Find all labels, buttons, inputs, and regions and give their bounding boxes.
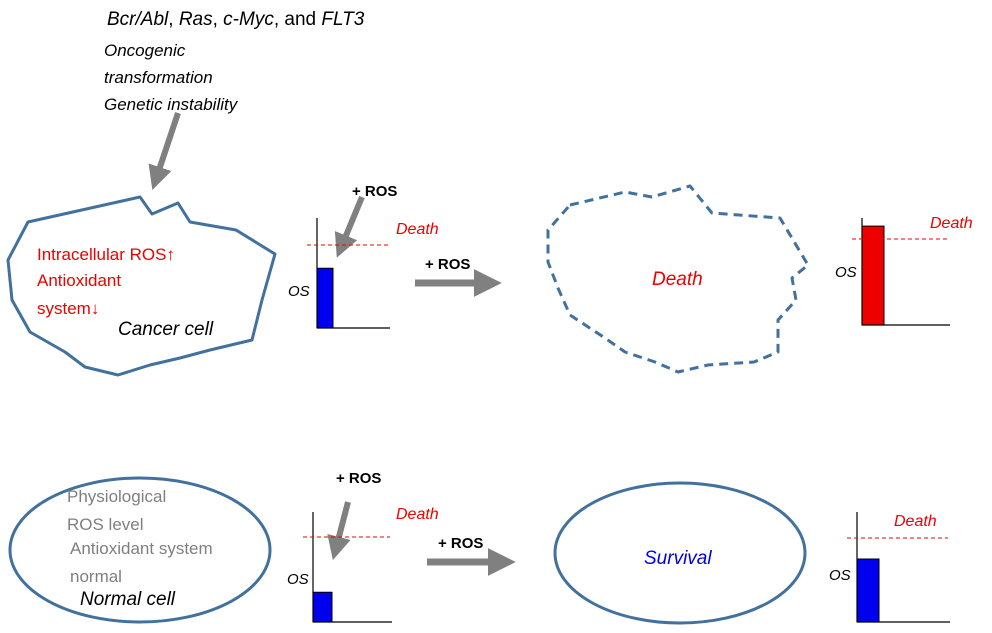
normal-physiological-text: Physiological xyxy=(67,487,167,506)
oncogene-list: Bcr/Abl, Ras, c-Myc, and FLT3 xyxy=(107,10,364,29)
survival-cell-outline xyxy=(553,481,807,625)
gene-ras: Ras xyxy=(178,9,213,30)
cause-line-1: Oncogenic xyxy=(104,41,186,60)
os-bar xyxy=(316,267,334,329)
cause-line-3: Genetic instability xyxy=(104,95,238,114)
cancer-ros-arrow-label: + ROS xyxy=(425,256,471,273)
gauge-normal-before-death-label: Death xyxy=(396,506,439,523)
gene-flt3: FLT3 xyxy=(321,9,365,30)
gene-separator: , xyxy=(168,9,179,30)
dead-cell-outline xyxy=(546,184,810,374)
normal-ros-arrow-label: + ROS xyxy=(438,535,484,552)
normal-cell-outline xyxy=(8,476,272,624)
cancer-ros-add-arrow xyxy=(334,195,365,258)
normal-antioxidant-text: Antioxidant system xyxy=(70,539,213,558)
cancer-ros-text: Intracellular ROS↑ xyxy=(37,245,175,264)
normal-ros-add-arrow xyxy=(327,501,351,561)
gauge-cancer-before-death-label: Death xyxy=(396,221,439,238)
gauge-cancer-before xyxy=(307,218,390,329)
cancer-system-text: system↓ xyxy=(37,299,100,318)
cancer-ros-add-label: + ROS xyxy=(352,183,398,200)
normal-ros-level-text: ROS level xyxy=(67,515,144,534)
gauge-cancer-after-death-label: Death xyxy=(930,215,973,232)
gauge-normal-before xyxy=(303,512,392,623)
gauge-normal-before-os-label: OS xyxy=(287,571,309,588)
gauge-cancer-before-os-label: OS xyxy=(288,283,310,300)
gauge-normal-after-os-label: OS xyxy=(829,567,851,584)
os-bar xyxy=(856,558,880,623)
cancer-antioxidant-text: Antioxidant xyxy=(37,271,122,290)
gene-bcr-abl: Bcr/Abl xyxy=(107,9,169,30)
gene-separator: , xyxy=(212,9,224,30)
death-outcome-label: Death xyxy=(652,269,703,290)
gauge-cancer-after-os-label: OS xyxy=(835,264,857,281)
cancer-cell-label: Cancer cell xyxy=(118,319,214,340)
survival-outcome-label: Survival xyxy=(644,548,712,569)
cause-line-2: transformation xyxy=(104,68,213,87)
os-bar xyxy=(312,591,333,623)
gauge-cancer-after xyxy=(852,218,950,326)
normal-status-text: normal xyxy=(70,567,122,586)
cancer-cell-outline xyxy=(6,195,277,377)
gene-separator: , and xyxy=(273,9,322,30)
gene-c-myc: c-Myc xyxy=(223,9,274,30)
oncogene-arrow xyxy=(148,112,181,190)
gauge-normal-after-death-label: Death xyxy=(894,513,937,530)
os-bar xyxy=(861,225,885,326)
normal-cell-label: Normal cell xyxy=(80,589,176,610)
gauge-normal-after xyxy=(847,512,950,623)
normal-ros-add-label: + ROS xyxy=(336,470,382,487)
